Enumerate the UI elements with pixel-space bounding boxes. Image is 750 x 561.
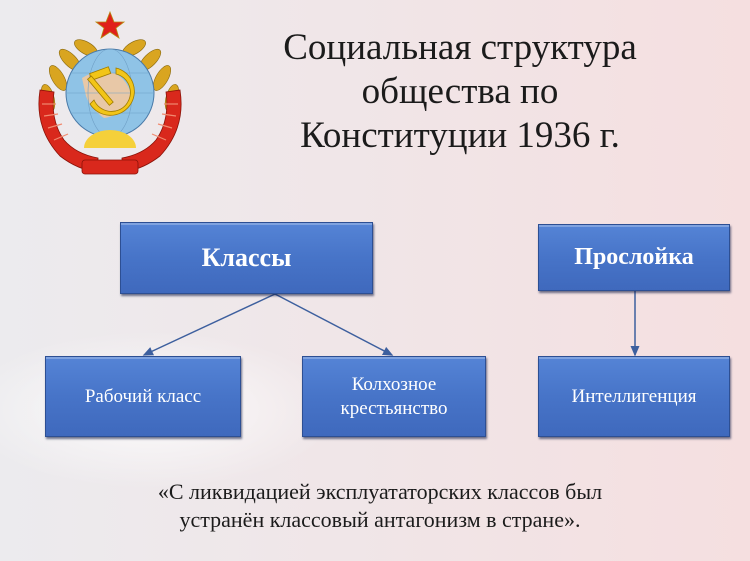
box-working-class-label: Рабочий класс — [84, 385, 202, 407]
box-stratum: Прослойка — [538, 224, 730, 291]
connector-classes-to-peasantry — [274, 293, 394, 356]
box-stratum-label: Прослойка — [574, 244, 694, 270]
box-intelligentsia: Интеллигенция — [538, 356, 730, 437]
box-classes-label: Классы — [201, 243, 292, 272]
box-intelligentsia-label: Интеллигенция — [571, 385, 697, 407]
box-peasantry-line-2: крестьянство — [340, 397, 448, 419]
quote-line-2: устранён классовый антагонизм в стране». — [179, 507, 581, 532]
ussr-coat-of-arms-icon — [38, 10, 182, 175]
constitution-quote: «С ликвидацией эксплуататорских классов … — [80, 478, 680, 534]
quote-line-1: «С ликвидацией эксплуататорских классов … — [157, 479, 603, 504]
title-line-1: Социальная структура — [283, 27, 637, 68]
title-line-3: Конституции 1936 г. — [300, 115, 620, 156]
box-peasantry-line-1: Колхозное — [351, 373, 437, 395]
slide-title: Социальная структура общества по Констит… — [250, 26, 670, 158]
box-collective-peasantry: Колхозное крестьянство — [302, 356, 486, 437]
connector-classes-to-working — [142, 293, 276, 356]
box-classes: Классы — [120, 222, 373, 294]
title-line-2: общества по — [361, 71, 559, 112]
box-working-class: Рабочий класс — [45, 356, 241, 437]
